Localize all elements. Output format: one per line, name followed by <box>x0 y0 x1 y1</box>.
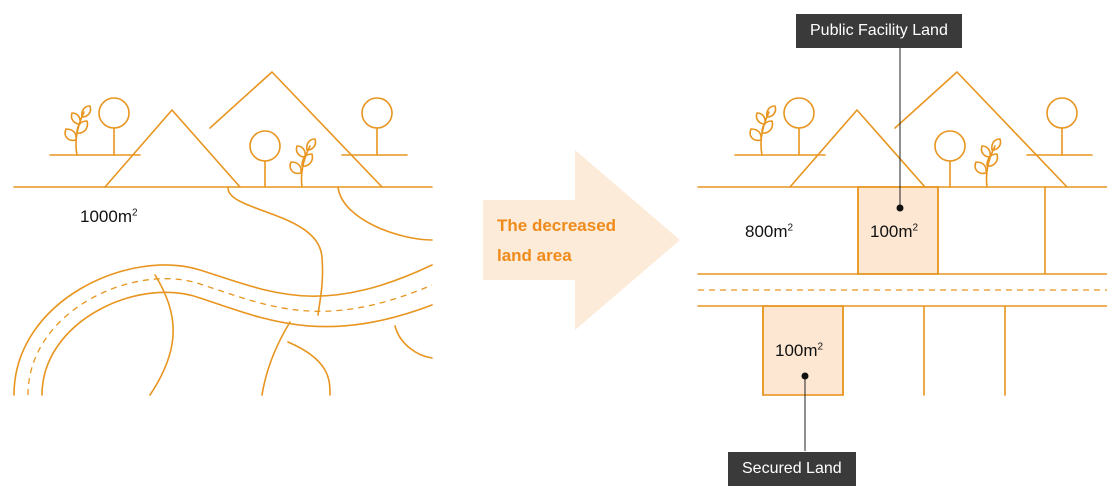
secured-land-leader-dot <box>801 372 809 380</box>
left-road-outer-edge <box>13 264 433 396</box>
original-area-unit: 2 <box>131 207 138 219</box>
tree-icon <box>783 97 815 156</box>
remaining-area-label: 800m2 <box>745 222 793 242</box>
public-parcel-area-unit: 2 <box>912 222 919 234</box>
left-lot-boundary <box>227 186 324 316</box>
tree-icon <box>1046 97 1078 156</box>
right-large-hill <box>894 71 1068 188</box>
sprout-icon <box>289 138 317 188</box>
arrow-caption: The decreased land area <box>497 211 616 271</box>
transition-arrow <box>483 150 680 330</box>
secured-parcel-area-unit: 2 <box>817 341 824 353</box>
left-road-inner-edge <box>41 291 433 396</box>
secured-land-callout: Secured Land <box>728 452 856 486</box>
left-road-centerline <box>27 278 433 396</box>
arrow-caption-line-2: land area <box>497 246 572 265</box>
remaining-area-value: 800m <box>745 222 788 241</box>
left-large-hill <box>209 71 383 188</box>
public-facility-callout: Public Facility Land <box>796 14 962 48</box>
right-small-hill <box>789 109 926 188</box>
secured-parcel-area-label: 100m2 <box>775 341 823 361</box>
left-lot-boundary <box>149 274 174 396</box>
secured-parcel-area-value: 100m <box>775 341 818 360</box>
remaining-area-unit: 2 <box>787 222 794 234</box>
sprout-icon <box>64 105 92 156</box>
public-facility-parcel <box>857 186 939 275</box>
original-area-label: 1000m2 <box>80 207 138 227</box>
original-area-value: 1000m <box>80 207 132 226</box>
tree-icon <box>934 130 966 188</box>
sprout-icon <box>974 138 1002 188</box>
left-small-hill <box>104 109 241 188</box>
sprout-icon <box>749 105 777 156</box>
left-lot-boundary <box>261 321 291 396</box>
arrow-caption-line-1: The decreased <box>497 216 617 235</box>
left-lot-boundary <box>337 186 433 241</box>
public-parcel-area-label: 100m2 <box>870 222 918 242</box>
public-parcel-area-value: 100m <box>870 222 913 241</box>
left-lot-boundary <box>394 325 433 359</box>
left-lot-boundary <box>287 341 331 396</box>
tree-icon <box>249 130 281 188</box>
tree-icon <box>98 97 130 156</box>
left-panel <box>13 71 433 396</box>
right-panel <box>697 48 1107 451</box>
public-facility-leader-dot <box>896 204 904 212</box>
tree-icon <box>361 97 393 156</box>
